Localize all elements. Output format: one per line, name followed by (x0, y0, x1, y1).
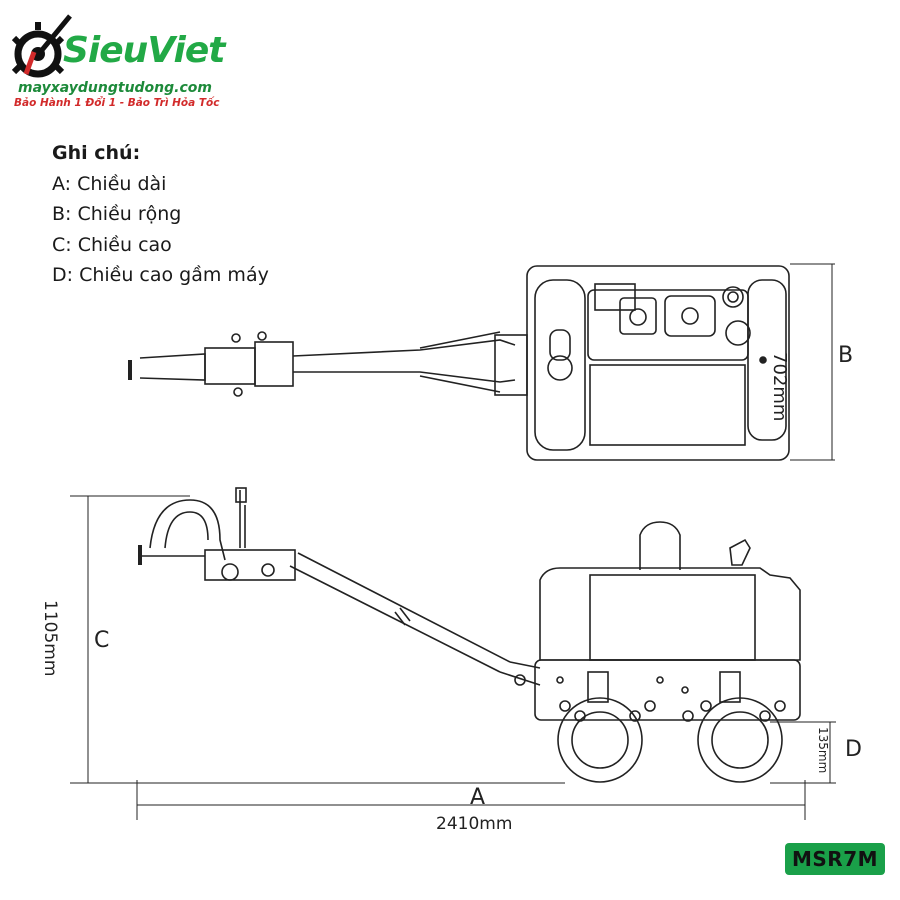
side-view (138, 487, 801, 783)
note-item: B: Chiều rộng (52, 203, 182, 225)
dimension-lines (70, 263, 836, 820)
notes-heading: Ghi chú: (52, 142, 141, 164)
note-item: C: Chiều cao (52, 233, 172, 256)
note-item: A: Chiều dài (52, 172, 167, 195)
model-badge: MSR7M (785, 843, 885, 875)
gear-wrench-logo-icon (12, 14, 72, 78)
notes-block: Ghi chú: A: Chiều dài B: Chiều rộng C: C… (52, 138, 269, 291)
height-letter: C (94, 628, 110, 653)
width-value: 702mm (769, 352, 790, 422)
height-value: 1105mm (40, 600, 60, 677)
top-view (128, 265, 790, 461)
tagline-text: Bảo Hành 1 Đổi 1 - Bảo Trì Hỏa Tốc (14, 97, 220, 109)
clearance-letter: D (845, 737, 862, 762)
length-value: 2410mm (436, 814, 513, 834)
width-letter: B (838, 343, 854, 368)
brand-name: SieuViet (63, 30, 226, 71)
clearance-value: 135mm (816, 727, 830, 774)
length-letter: A (470, 785, 486, 810)
website-text: mayxaydungtudong.com (18, 80, 212, 96)
logo (12, 14, 232, 114)
note-item: D: Chiều cao gầm máy (52, 264, 269, 286)
